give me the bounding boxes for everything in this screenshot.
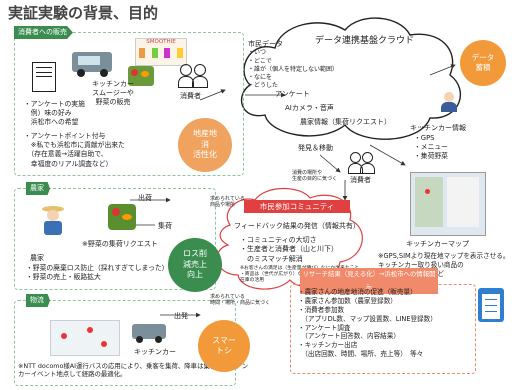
list-item: ・いつ bbox=[248, 49, 267, 57]
collect-label: 集荷 bbox=[158, 222, 172, 230]
list-item: ・集荷野菜 bbox=[414, 152, 448, 161]
list-item: （アンケート回答数、内容結果） bbox=[298, 332, 400, 341]
smoothie-sign-text: SMOOTHIE bbox=[146, 39, 176, 45]
discover-move-label: 発見＆移動 bbox=[298, 144, 333, 152]
list-item: ・消費者参加数 bbox=[298, 305, 345, 314]
local-production-circle: 地産地 消 活性化 bbox=[178, 118, 232, 172]
list-item: ・どこで bbox=[248, 57, 272, 65]
kitchen-car-2-illustration bbox=[132, 322, 170, 344]
community-items: ・コミュニティの大切さ ・生産者と消費者（山と川下） のミスマッチ解消 bbox=[240, 236, 338, 264]
list-item: 市民データ bbox=[248, 40, 283, 48]
list-item: ・農家さん参加数（農家登録数） bbox=[298, 296, 397, 305]
list-item: （出店回数、時間、場所、売上等） 等々 bbox=[298, 350, 424, 359]
farmer-panel-tag: 農家 bbox=[26, 182, 50, 195]
operator-icon bbox=[440, 92, 458, 112]
consumer-panel bbox=[14, 32, 244, 176]
map-label: キッチンカーマップ bbox=[406, 240, 469, 248]
community-note: ※お客さんの満足は（生産量が伸び）なにか出来たこと ・商品は（世代が広がり）なに… bbox=[240, 266, 359, 283]
route-map-image bbox=[50, 320, 120, 356]
list-item: のミスマッチ解消 bbox=[240, 254, 303, 263]
list-item: 浜松市への希望 bbox=[24, 118, 79, 127]
kitchen-info-title: キッチンカー情報 bbox=[410, 124, 466, 132]
farm-info-label: 農家情報（集荷リクエスト） bbox=[300, 118, 391, 126]
cloud-shape bbox=[240, 17, 461, 140]
list-item: ・メニュー bbox=[414, 143, 448, 152]
logistics-ship-label: 出発 bbox=[174, 312, 188, 320]
kitchen-car-map-screenshot bbox=[410, 172, 486, 236]
list-item: ・生産者と消費者（山と川下） bbox=[240, 245, 338, 254]
farmer-benefits-list: ・野菜の廃棄ロス防止（採れすぎてしまった） ・野菜の売上・販路拡大 bbox=[26, 264, 168, 282]
logistics-panel-tag: 物流 bbox=[26, 294, 50, 307]
community-banner: 市民参加コミュニティ bbox=[244, 200, 350, 213]
consumer-2-person-icon bbox=[348, 152, 375, 174]
consumer-survey-list: ・アンケートの実施 例）味の好み 浜松市への希望 bbox=[24, 100, 85, 128]
list-item: ・アンケートの実施 bbox=[24, 100, 85, 108]
logistics-note: ※NTT docomo様AI運行バスの応用により、乗客を集荷、降車は集荷とキッチ… bbox=[18, 362, 249, 378]
list-item: ・野菜の売上・販路拡大 bbox=[26, 273, 101, 282]
list-item: ※私でも浜松市に貢献が出来た bbox=[24, 141, 125, 150]
list-item: ・誰が（個人を特定しない範囲） bbox=[248, 65, 339, 73]
cloud-title: データ連携基盤クラウド bbox=[315, 36, 415, 46]
farmer-panel bbox=[14, 188, 216, 290]
logistics-kitchen-car-label: キッチンカー bbox=[134, 348, 176, 356]
consumer-visit-note: 消費の場所や 生産の目的に気づく bbox=[292, 170, 338, 183]
loss-reduction-circle: ロス削 減売上 向上 bbox=[168, 238, 222, 292]
vegetables-image bbox=[108, 204, 136, 230]
list-item: ・農家さんの地産地消の促進（販売量） bbox=[298, 288, 417, 296]
cloud-request-note: 求められている 商品や場所 bbox=[210, 196, 245, 209]
community-header: フィードバック結果の発信（情報共有） bbox=[234, 222, 360, 230]
consumer-2-label: 消費者 bbox=[350, 176, 371, 184]
results-list: ・農家さんの地産地消の促進（販売量） ・農家さん参加数（農家登録数） ・消費者参… bbox=[298, 288, 437, 359]
citizen-data-list: 市民データ ・いつ ・どこで ・誰が（個人を特定しない範囲） ・なにを ・どうし… bbox=[248, 40, 338, 90]
list-item: ・キッチンカー出店 bbox=[298, 341, 358, 350]
list-item: ・アンケート調査 bbox=[298, 323, 351, 332]
kitchen-info-list: ・GPS ・メニュー ・集荷野菜 bbox=[414, 134, 448, 162]
survey-document-icon bbox=[32, 62, 56, 92]
survey-source-label: アンケート bbox=[275, 90, 310, 98]
data-storage-circle: データ 蓄積 bbox=[460, 40, 506, 86]
results-box bbox=[290, 284, 476, 374]
page-title: 実証実験の背景、目的 bbox=[8, 4, 159, 22]
list-item: ・アンケートポイント付与 bbox=[24, 132, 106, 140]
list-item: ・どうした bbox=[248, 81, 279, 89]
list-item: 例）味の好み bbox=[24, 109, 72, 118]
list-item: 幸福度のリアル調査など） bbox=[24, 159, 113, 168]
kitchen-car-illustration bbox=[72, 48, 116, 78]
list-item: ・コミュニティの大切さ bbox=[240, 236, 317, 244]
list-item: ・なにを bbox=[248, 73, 273, 81]
ai-camera-label: AIカメラ・音声 bbox=[285, 104, 334, 112]
consumer-person-icon bbox=[178, 64, 208, 88]
smart-city-circle: スマー トシ bbox=[198, 320, 250, 372]
results-header-bar: リサーチ結果（見える化）→浜松市への情報開示 bbox=[300, 268, 438, 294]
logistics-request-note: 求められている 時間・場所・商品に気づく bbox=[210, 294, 271, 307]
consumer-label: 消費者 bbox=[180, 92, 201, 100]
farmer-illustration bbox=[40, 206, 68, 236]
list-item: ・GPS bbox=[414, 134, 435, 142]
list-item: ・野菜の廃棄ロス防止（採れすぎてしまった） bbox=[26, 264, 169, 272]
list-item: ※GPS,SIMより現在地マップを表示させる。 bbox=[378, 252, 510, 260]
kitchen-car-label: キッチンカー スムージーや 野菜の販売 bbox=[92, 80, 134, 106]
list-item: キッチンカー取り扱い商品の bbox=[378, 260, 464, 269]
farmer-request-label: ※野菜の集荷リクエスト bbox=[82, 240, 158, 248]
consumer-points-list: ・アンケートポイント付与 ※私でも浜松市に貢献が出来た （存在意義→活躍自助で、… bbox=[24, 132, 125, 169]
consumer-panel-tag: 消費者への販売 bbox=[14, 26, 73, 39]
clipboard-icon bbox=[478, 288, 504, 322]
vegetable-basket-image bbox=[128, 66, 154, 86]
smoothie-sign: SMOOTHIE bbox=[135, 38, 187, 66]
farmer-label: 農家 bbox=[30, 254, 44, 262]
list-item: （アプリDL数、マップ設置数、LINE登録数） bbox=[298, 314, 437, 323]
list-item: （存在意義→活躍自助で、 bbox=[24, 150, 108, 159]
ship-label: 出荷 bbox=[138, 194, 152, 202]
